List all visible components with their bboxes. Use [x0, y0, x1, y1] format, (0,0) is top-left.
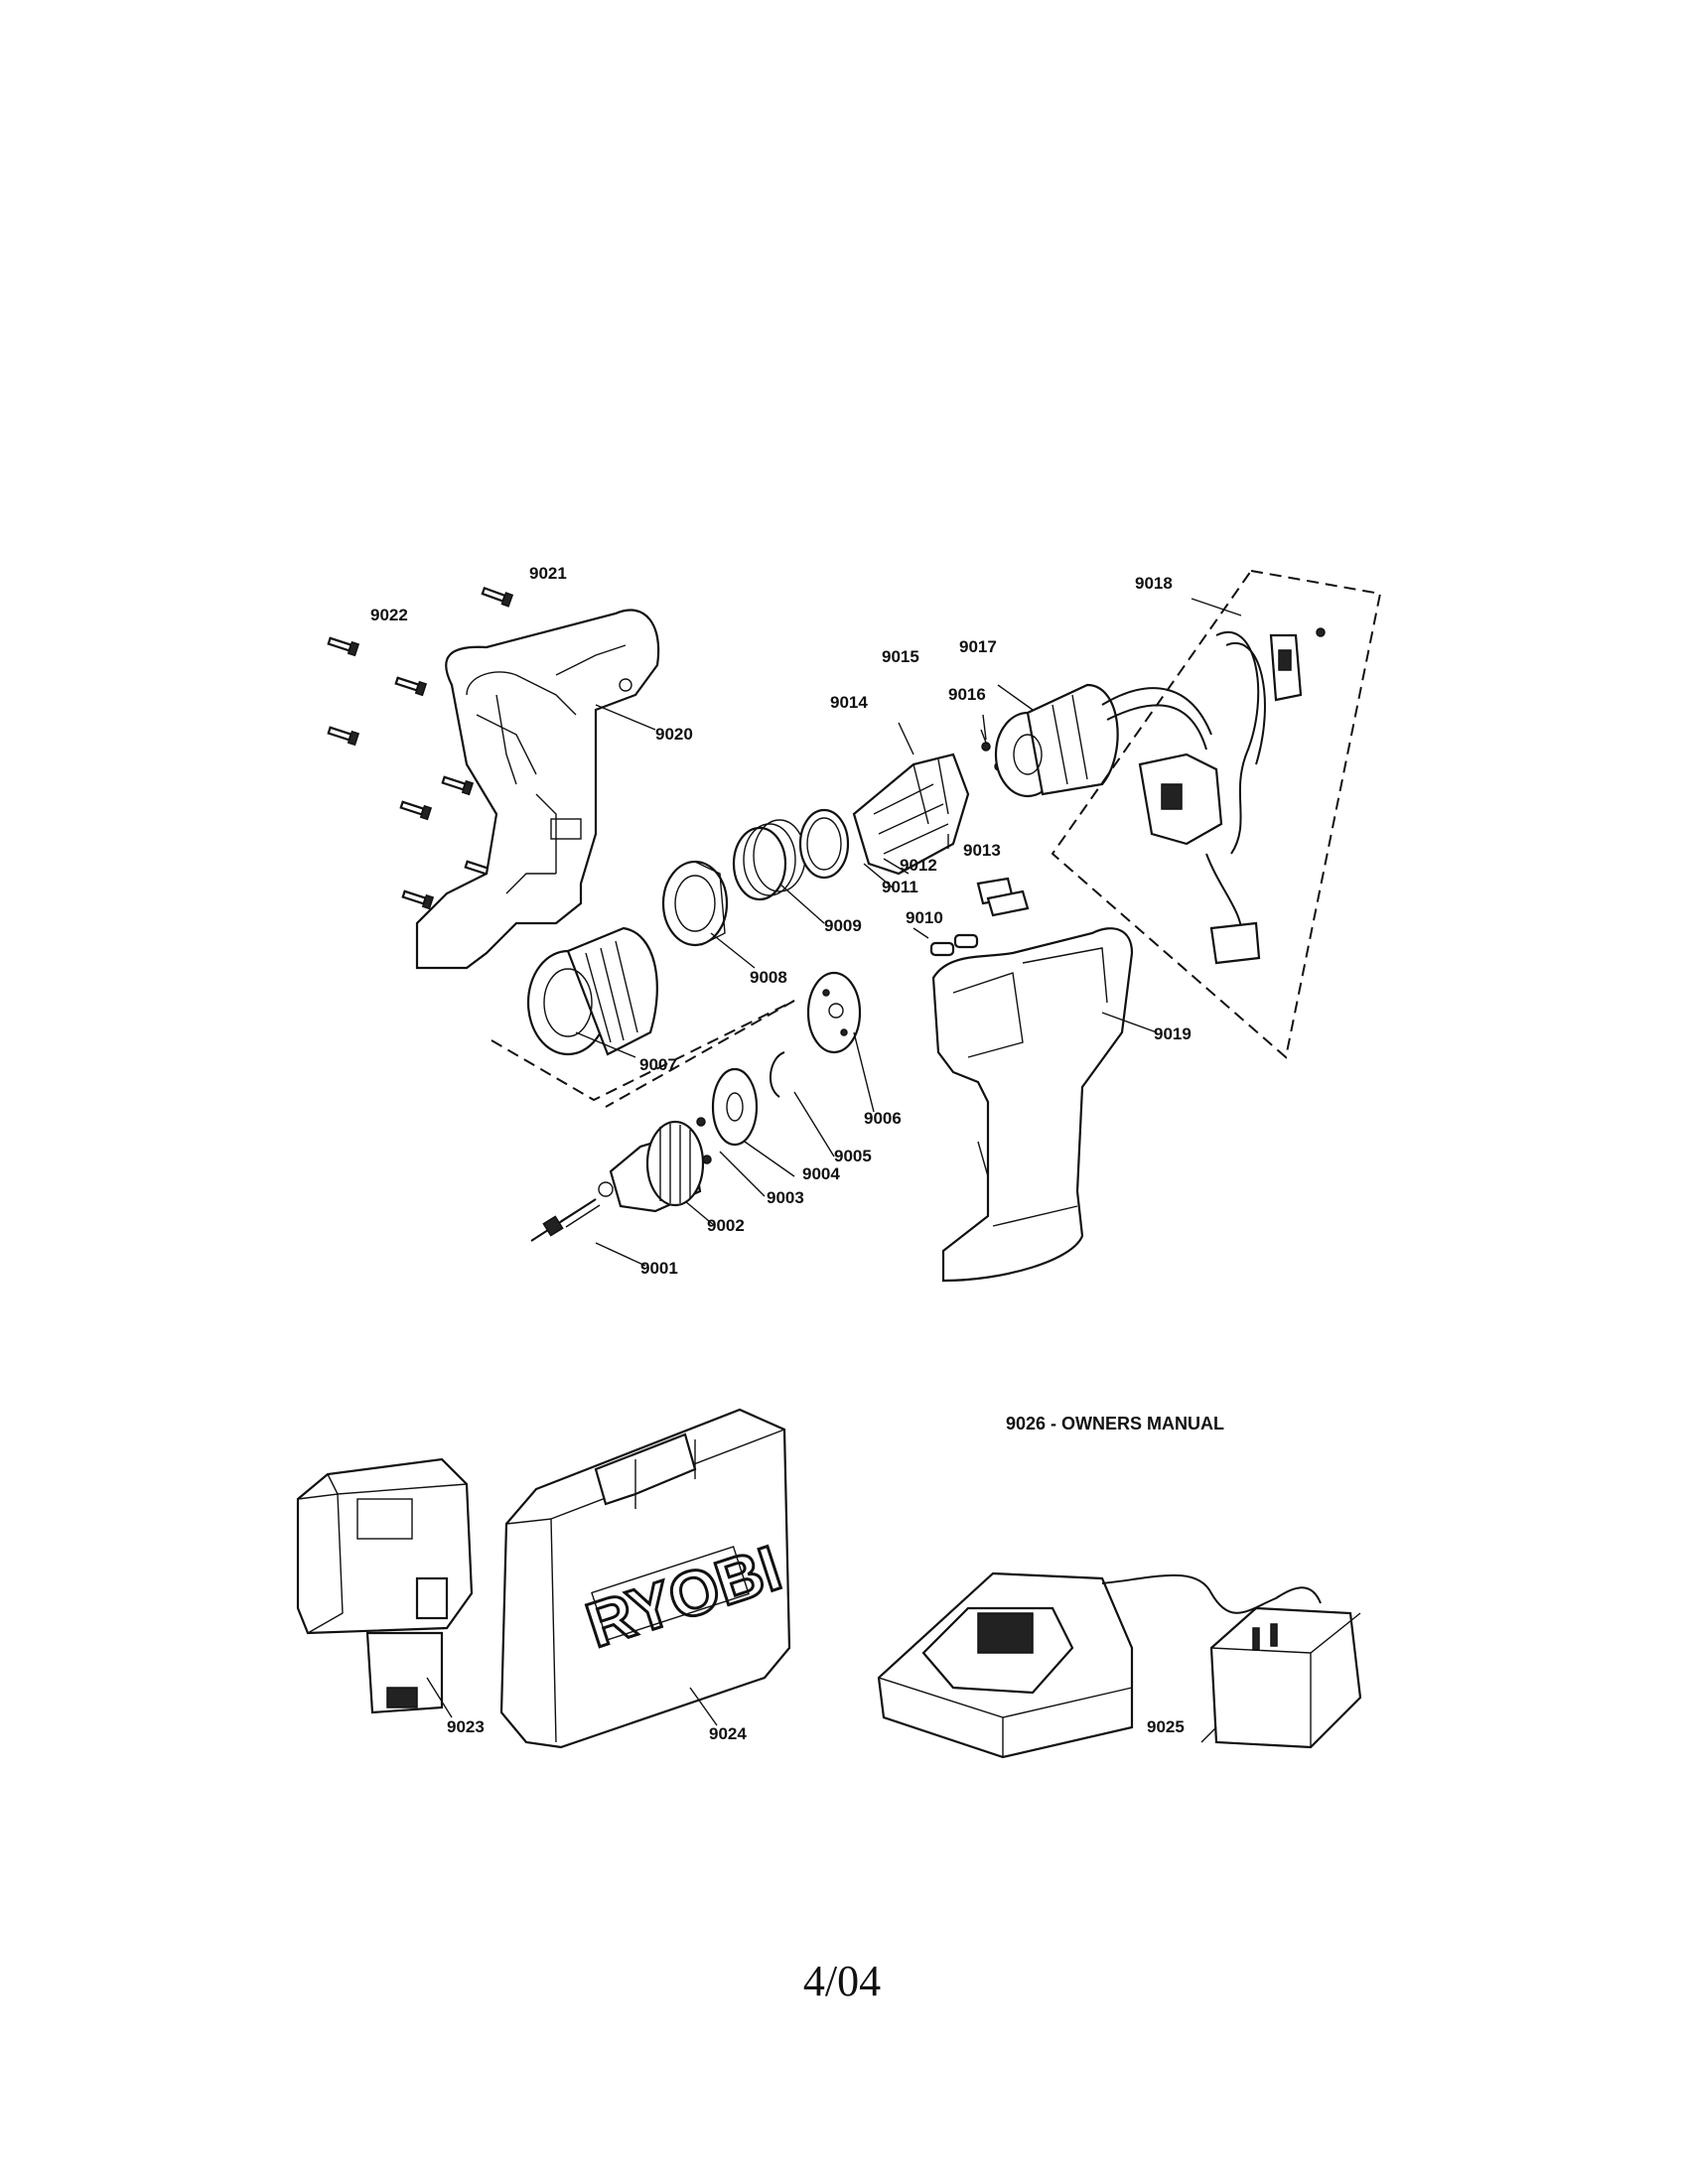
- o-ring: [798, 808, 850, 880]
- label-9014: 9014: [830, 693, 868, 712]
- label-9025: 9025: [1147, 1717, 1185, 1736]
- trigger-switch: [1138, 627, 1326, 965]
- label-9006: 9006: [864, 1109, 902, 1128]
- label-9008: 9008: [750, 968, 787, 987]
- label-9024: 9024: [709, 1724, 747, 1743]
- label-9011: 9011: [882, 878, 918, 896]
- carrying-case: RYOBI: [499, 1408, 790, 1749]
- owners-manual-label: 9026 - OWNERS MANUAL: [1006, 1414, 1224, 1433]
- label-9013: 9013: [963, 841, 1001, 860]
- label-9003: 9003: [767, 1188, 804, 1207]
- gearbox-assembly: [852, 752, 970, 876]
- retaining-clip: [769, 1051, 785, 1098]
- clutch-collar: [526, 926, 658, 1056]
- label-9004: 9004: [802, 1164, 840, 1183]
- battery-pack: [296, 1457, 474, 1714]
- chuck-assembly-outline: [491, 1000, 795, 1102]
- label-9016: 9016: [948, 685, 986, 704]
- right-housing-half: [931, 927, 1134, 1283]
- gear-spring: [732, 819, 806, 901]
- switch-clips: [976, 877, 1030, 917]
- label-9005: 9005: [834, 1147, 872, 1165]
- motor: [994, 683, 1119, 798]
- part-labels: 9021 9022 9020 9018 9015 9017 9014 9016 …: [370, 564, 1224, 1743]
- label-9010: 9010: [906, 908, 943, 927]
- keyless-chuck: [598, 1120, 705, 1213]
- page-number: 4/04: [802, 1957, 882, 2005]
- label-9012: 9012: [900, 856, 937, 875]
- label-9021: 9021: [529, 564, 567, 583]
- leader-lines: [575, 598, 1242, 1267]
- label-9019: 9019: [1154, 1024, 1192, 1043]
- chuck-assembly-outline-2: [605, 1000, 795, 1108]
- ring-gear: [661, 860, 729, 947]
- battery-charger: [877, 1571, 1134, 1759]
- left-housing-half: [415, 609, 660, 970]
- label-9017: 9017: [959, 637, 997, 656]
- charger-cord: [1101, 1573, 1322, 1614]
- label-9015: 9015: [882, 647, 919, 666]
- label-9022: 9022: [370, 606, 408, 624]
- carbon-brushes: [929, 933, 979, 957]
- label-9018: 9018: [1135, 574, 1173, 593]
- label-9007: 9007: [639, 1055, 677, 1074]
- label-9009: 9009: [824, 916, 862, 935]
- wall-adapter: [1209, 1606, 1362, 1749]
- switch-assembly-outline: [1051, 569, 1382, 1059]
- label-9023: 9023: [447, 1717, 485, 1736]
- chuck-screw: [530, 1198, 601, 1242]
- label-9002: 9002: [707, 1216, 745, 1235]
- label-9020: 9020: [655, 725, 693, 744]
- label-9001: 9001: [640, 1259, 678, 1278]
- washers: [696, 1067, 759, 1164]
- spindle-lock-plate: [806, 971, 862, 1054]
